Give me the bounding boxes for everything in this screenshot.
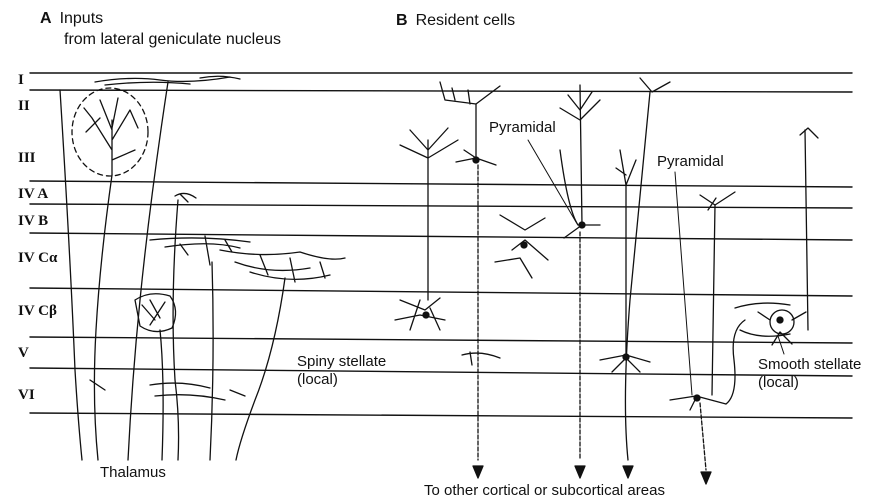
boundary-line — [30, 288, 852, 296]
lgn-axon-IVC-alpha — [150, 236, 345, 460]
panel-b-title: B Resident cells — [396, 12, 515, 30]
arrow-head — [473, 466, 483, 478]
label-smooth-stellate: Smooth stellate — [758, 356, 861, 374]
stellate-neuron-IVB — [495, 215, 548, 278]
layer-label-VI: VI — [18, 387, 35, 404]
spiny-stellate-neuron — [395, 128, 458, 330]
layer-boundaries — [30, 73, 852, 418]
panel-a-subtitle: from lateral geniculate nucleus — [64, 31, 281, 49]
pointer-smooth-stellate — [778, 336, 784, 354]
arrow-head — [575, 466, 585, 478]
arrow-head — [701, 472, 711, 484]
label-spiny-stellate-sub: (local) — [297, 371, 338, 389]
pointer-pyramidal-2 — [675, 172, 692, 395]
arrow-head — [623, 466, 633, 478]
pointer-pyramidal-1 — [528, 140, 576, 222]
label-thalamus: Thalamus — [100, 464, 166, 482]
pyramidal-neuron-tall — [625, 78, 670, 460]
layer-label-III: III — [18, 150, 36, 167]
label-spiny-stellate: Spiny stellate — [297, 353, 386, 371]
panel-b-title-text: Resident cells — [416, 12, 516, 29]
boundary-line — [30, 368, 852, 376]
boundary-line — [30, 337, 852, 343]
panel-a-letter: A — [40, 10, 52, 27]
layer-label-I: I — [18, 72, 24, 89]
layer-label-IVA: IV A — [18, 186, 48, 203]
smooth-stellate-neuron — [735, 128, 818, 345]
layer-label-II: II — [18, 98, 30, 115]
pyramidal-neuron-IVB — [560, 85, 600, 460]
lgn-axon-long — [128, 82, 196, 460]
pyramidal-neuron-III — [440, 82, 500, 460]
layer-label-IVB: IV B — [18, 213, 48, 230]
label-pointers — [528, 140, 784, 395]
boundary-line — [30, 204, 852, 208]
label-output: To other cortical or subcortical areas — [424, 482, 665, 500]
layer-label-V: V — [18, 345, 29, 362]
pyramidal-neuron-VI — [670, 192, 745, 470]
label-pyramidal-1: Pyramidal — [489, 119, 556, 137]
label-pyramidal-2: Pyramidal — [657, 153, 724, 171]
lgn-axon-dashed-arbor — [72, 88, 148, 460]
lgn-axon-IVC-beta — [135, 294, 176, 460]
boundary-line — [30, 413, 852, 418]
pyramidal-neuron-V — [600, 150, 650, 372]
panel-a-title: A Inputs — [40, 10, 103, 28]
boundary-line — [30, 233, 852, 240]
panel-b-letter: B — [396, 12, 408, 29]
boundary-line — [30, 90, 852, 92]
lgn-axon-layer-VI — [60, 90, 245, 460]
panel-a-title-line1: Inputs — [60, 10, 104, 27]
label-smooth-stellate-sub: (local) — [758, 374, 799, 392]
layer-label-IVC-alpha: IV Cα — [18, 250, 57, 267]
layer-label-IVC-beta: IV Cβ — [18, 303, 57, 320]
